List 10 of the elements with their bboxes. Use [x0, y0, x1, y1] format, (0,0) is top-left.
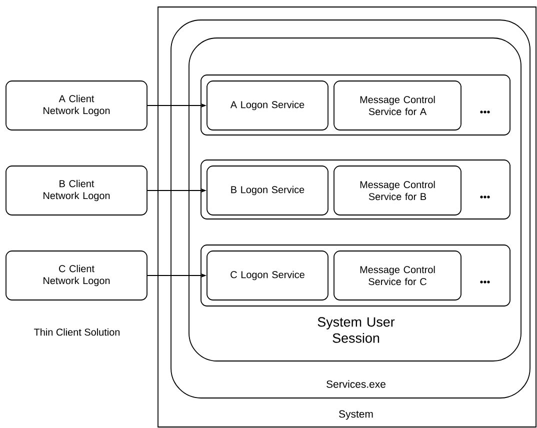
client-box: B Client Network Logon [6, 166, 148, 216]
service-box: B Logon Service [206, 166, 328, 216]
client-box: A Client Network Logon [6, 80, 148, 130]
service-box: C Logon Service [206, 250, 328, 300]
client-box: C Client Network Logon [6, 250, 148, 300]
service-box: Message Control Service for A [334, 80, 462, 130]
service-box: Message Control Service for B [334, 166, 462, 216]
caption-text: Thin Client Solution [34, 328, 120, 336]
service-box: A Logon Service [206, 80, 328, 130]
service-box: Message Control Service for C [334, 250, 462, 300]
